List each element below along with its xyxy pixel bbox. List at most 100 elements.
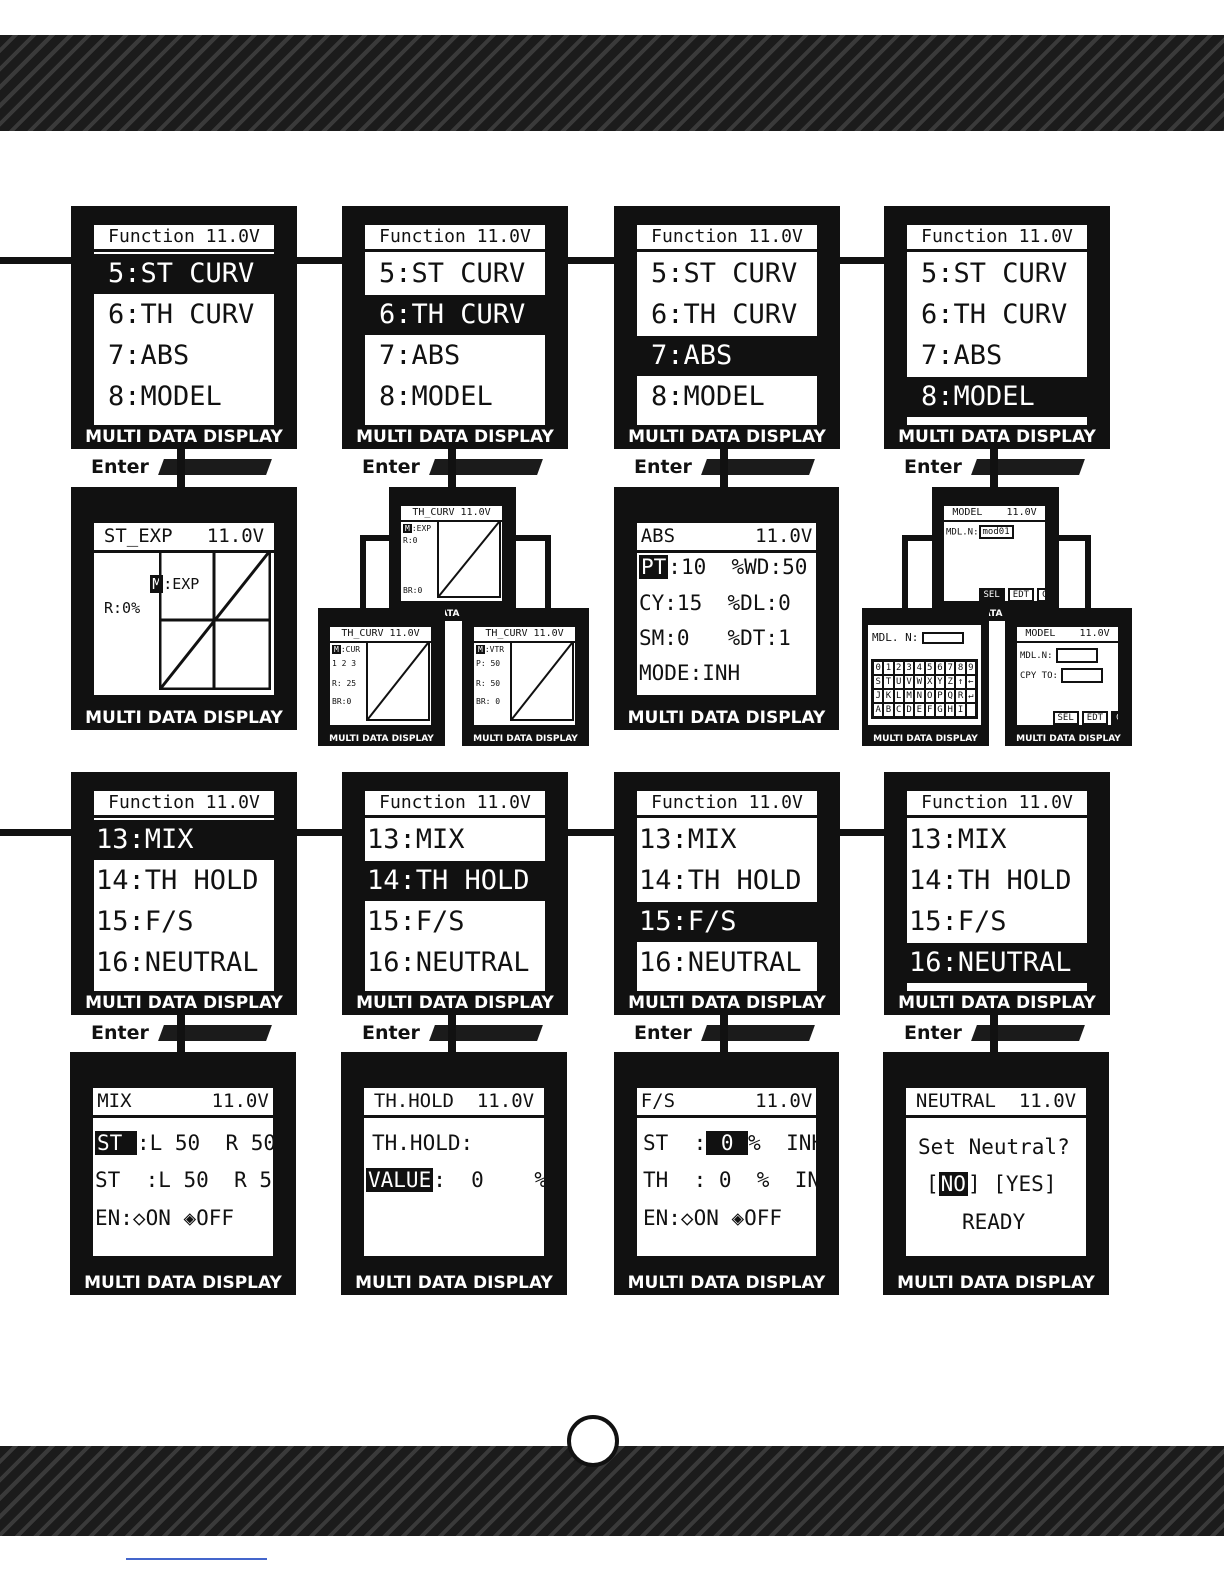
keyboard-key[interactable]: C bbox=[893, 703, 904, 717]
keyboard-key[interactable]: T bbox=[883, 675, 894, 689]
menu-item[interactable]: 13:MIX bbox=[639, 824, 737, 855]
sel-button[interactable]: SEL bbox=[978, 588, 1005, 601]
keyboard-key[interactable]: Z bbox=[945, 675, 956, 689]
enter-button[interactable] bbox=[429, 1025, 543, 1041]
keyboard-key[interactable]: ↑ bbox=[955, 675, 966, 689]
keyboard-key[interactable]: L bbox=[893, 689, 904, 703]
menu-item[interactable]: 7:ABS bbox=[921, 340, 1003, 371]
enter-button[interactable] bbox=[158, 1025, 272, 1041]
mix-key-highlight[interactable]: ST bbox=[95, 1131, 137, 1155]
keyboard-key[interactable]: F bbox=[924, 703, 935, 717]
menu-item[interactable]: 7:ABS bbox=[379, 340, 461, 371]
keyboard-key[interactable]: J bbox=[873, 689, 884, 703]
copy-to-field[interactable] bbox=[1060, 668, 1103, 683]
menu-item[interactable]: 14:TH HOLD bbox=[365, 861, 545, 901]
cpy-button[interactable]: CPY bbox=[1037, 588, 1045, 601]
menu-item[interactable]: 6:TH CURV bbox=[108, 299, 255, 330]
no-option[interactable]: NO bbox=[938, 1172, 968, 1196]
cpy-button[interactable]: CPY bbox=[1111, 711, 1118, 725]
enter-button[interactable] bbox=[971, 1025, 1085, 1041]
menu-item[interactable]: 14:TH HOLD bbox=[639, 865, 802, 896]
point-key-highlight[interactable]: PT bbox=[639, 555, 669, 579]
keyboard-key[interactable]: B bbox=[883, 703, 894, 717]
mode-key-highlight[interactable]: M bbox=[476, 645, 485, 654]
keyboard-key[interactable]: 3 bbox=[903, 661, 915, 675]
menu-item[interactable]: 5:ST CURV bbox=[921, 258, 1068, 289]
enter-button[interactable] bbox=[429, 459, 543, 475]
keyboard-key[interactable]: 8 bbox=[955, 661, 966, 675]
keyboard-key[interactable]: 4 bbox=[914, 661, 925, 675]
menu-item[interactable]: 8:MODEL bbox=[379, 381, 493, 412]
menu-item[interactable]: 15:F/S bbox=[367, 906, 465, 937]
keyboard-key[interactable]: P bbox=[934, 689, 946, 703]
keyboard-key[interactable]: 5 bbox=[924, 661, 935, 675]
keyboard-key[interactable]: W bbox=[914, 675, 925, 689]
menu-item[interactable]: 7:ABS bbox=[637, 336, 817, 376]
menu-item[interactable]: 6:TH CURV bbox=[365, 295, 545, 335]
menu-item[interactable]: 16:NEUTRAL bbox=[367, 947, 530, 978]
keyboard-key[interactable]: 1 bbox=[883, 661, 894, 675]
keyboard-key[interactable]: X bbox=[924, 675, 935, 689]
keyboard-key[interactable]: R bbox=[955, 689, 966, 703]
keyboard-key[interactable]: ↵ bbox=[965, 689, 976, 703]
keyboard-key[interactable]: V bbox=[903, 675, 915, 689]
menu-item[interactable]: 8:MODEL bbox=[651, 381, 765, 412]
menu-item[interactable]: 13:MIX bbox=[94, 820, 274, 860]
keyboard-key[interactable]: 6 bbox=[934, 661, 946, 675]
enter-button[interactable] bbox=[158, 459, 272, 475]
menu-item[interactable]: 8:MODEL bbox=[108, 381, 222, 412]
menu-item[interactable]: 7:ABS bbox=[108, 340, 190, 371]
menu-item[interactable]: 14:TH HOLD bbox=[909, 865, 1072, 896]
keyboard-key[interactable]: G bbox=[934, 703, 946, 717]
menu-item[interactable]: 6:TH CURV bbox=[921, 299, 1068, 330]
menu-item[interactable]: 13:MIX bbox=[909, 824, 1007, 855]
fs-value-highlight[interactable]: 0 bbox=[706, 1131, 749, 1155]
menu-item[interactable]: 15:F/S bbox=[637, 902, 817, 942]
menu-item[interactable]: 8:MODEL bbox=[907, 377, 1087, 417]
keyboard-key[interactable]: H bbox=[945, 703, 956, 717]
keyboard-key[interactable]: I bbox=[955, 703, 966, 717]
yes-option[interactable]: [YES] bbox=[993, 1172, 1057, 1196]
keyboard-key[interactable]: K bbox=[883, 689, 894, 703]
menu-item[interactable]: 5:ST CURV bbox=[379, 258, 526, 289]
menu-item[interactable]: 16:NEUTRAL bbox=[96, 947, 259, 978]
keyboard-key[interactable]: N bbox=[914, 689, 925, 703]
keyboard-key[interactable]: M bbox=[903, 689, 915, 703]
mode-key-highlight[interactable]: M bbox=[332, 645, 341, 654]
enter-button[interactable] bbox=[971, 459, 1085, 475]
model-name-field[interactable]: mod01 bbox=[978, 525, 1014, 539]
menu-item[interactable]: 14:TH HOLD bbox=[96, 865, 259, 896]
menu-item[interactable]: 5:ST CURV bbox=[94, 254, 274, 294]
keyboard-key[interactable]: 9 bbox=[965, 661, 976, 675]
enter-button[interactable] bbox=[701, 459, 815, 475]
model-name-field[interactable] bbox=[1055, 648, 1098, 663]
keyboard-key[interactable]: 7 bbox=[945, 661, 956, 675]
model-name-field[interactable] bbox=[922, 632, 965, 644]
edt-button[interactable]: EDT bbox=[1007, 588, 1035, 601]
menu-item[interactable]: 15:F/S bbox=[96, 906, 194, 937]
keyboard-key[interactable]: E bbox=[914, 703, 925, 717]
value-key-highlight[interactable]: VALUE bbox=[366, 1168, 434, 1192]
keyboard-key[interactable]: Y bbox=[934, 675, 946, 689]
keyboard-key[interactable]: Q bbox=[945, 689, 956, 703]
keyboard-key[interactable]: U bbox=[893, 675, 904, 689]
menu-item[interactable]: 5:ST CURV bbox=[651, 258, 798, 289]
menu-item[interactable]: 13:MIX bbox=[367, 824, 465, 855]
mode-key-highlight[interactable]: M bbox=[403, 524, 412, 533]
keyboard-key[interactable]: O bbox=[924, 689, 935, 703]
keyboard-key[interactable]: 2 bbox=[893, 661, 904, 675]
keyboard-key[interactable]: 0 bbox=[873, 661, 884, 675]
menu-item[interactable]: 15:F/S bbox=[909, 906, 1007, 937]
keyboard-key[interactable]: A bbox=[873, 703, 884, 717]
menu-item[interactable]: 6:TH CURV bbox=[651, 299, 798, 330]
keyboard-key[interactable]: ← bbox=[965, 675, 976, 689]
keyboard-key[interactable]: S bbox=[873, 675, 884, 689]
fs-enable-row[interactable]: EN:◇ON ◈OFF bbox=[643, 1206, 783, 1230]
menu-item[interactable]: 16:NEUTRAL bbox=[639, 947, 802, 978]
enter-button[interactable] bbox=[701, 1025, 815, 1041]
sel-button[interactable]: SEL bbox=[1052, 711, 1079, 725]
menu-item[interactable]: 16:NEUTRAL bbox=[907, 943, 1087, 983]
keyboard-key[interactable] bbox=[965, 703, 976, 717]
edt-button[interactable]: EDT bbox=[1081, 711, 1109, 725]
